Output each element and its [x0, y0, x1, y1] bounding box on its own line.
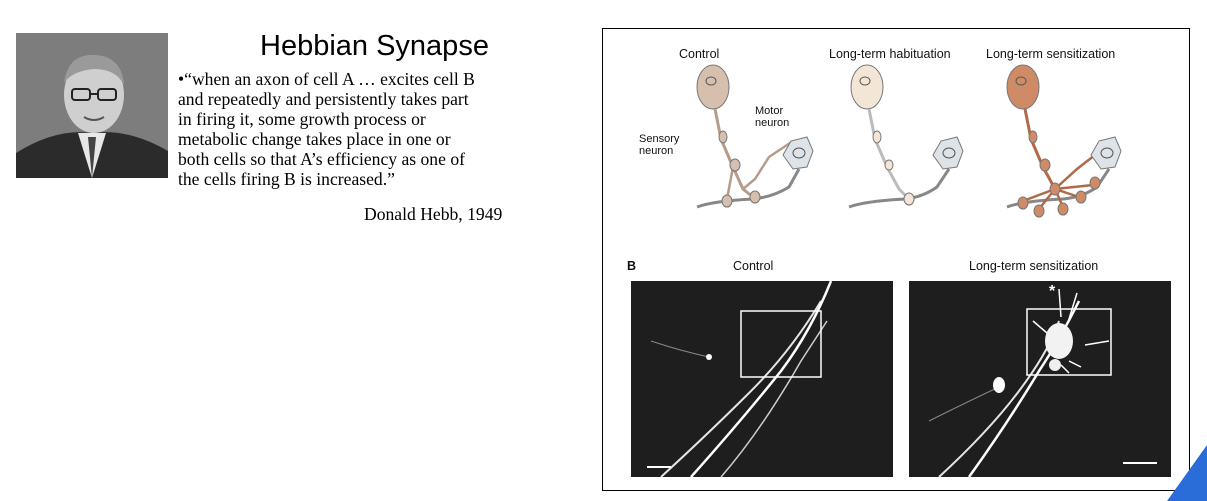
label-motor: Motor [755, 105, 784, 117]
label-sensory-2: neuron [639, 145, 674, 157]
quote-line: metabolic change takes place in one or [178, 129, 451, 149]
sensitization-neuron-diagram [1006, 64, 1122, 218]
quote-line: •“when an axon of cell A … excites cell … [178, 69, 475, 89]
micrograph-control [631, 281, 893, 477]
quote-line: and repeatedly and persistently takes pa… [178, 89, 469, 109]
hebb-quote: •“when an axon of cell A … excites cell … [178, 69, 588, 189]
heading-b-control: Control [733, 259, 774, 273]
quote-line: in firing it, some growth process or [178, 109, 426, 129]
heading-habituation: Long-term habituation [829, 47, 951, 61]
neuron-diagrams [696, 64, 1122, 218]
heading-b-sensitization: Long-term sensitization [969, 259, 1099, 273]
asterisk-marker: * [1049, 283, 1056, 300]
panel-b-letter: B [627, 259, 637, 273]
slide-corner-accent [1167, 445, 1207, 501]
micrograph-sensitization: * [909, 281, 1171, 477]
quote-line: the cells firing B is increased.” [178, 169, 395, 189]
hebb-portrait [16, 33, 168, 178]
slide-title: Hebbian Synapse [260, 30, 489, 62]
neuron-figure: Control Long-term habituation Long-term … [602, 28, 1190, 491]
quote-line: both cells so that A’s efficiency as one… [178, 149, 465, 169]
heading-control: Control [679, 47, 720, 61]
control-neuron-diagram [696, 64, 814, 209]
label-motor-2: neuron [755, 117, 790, 129]
portrait-illustration [16, 33, 168, 178]
micrograph-sensitization-image [909, 281, 1171, 477]
habituation-neuron-diagram [848, 64, 964, 209]
heading-sensitization: Long-term sensitization [986, 47, 1116, 61]
label-sensory: Sensory [639, 133, 680, 145]
quote-attribution: Donald Hebb, 1949 [364, 204, 503, 224]
micrograph-control-image [631, 281, 893, 477]
